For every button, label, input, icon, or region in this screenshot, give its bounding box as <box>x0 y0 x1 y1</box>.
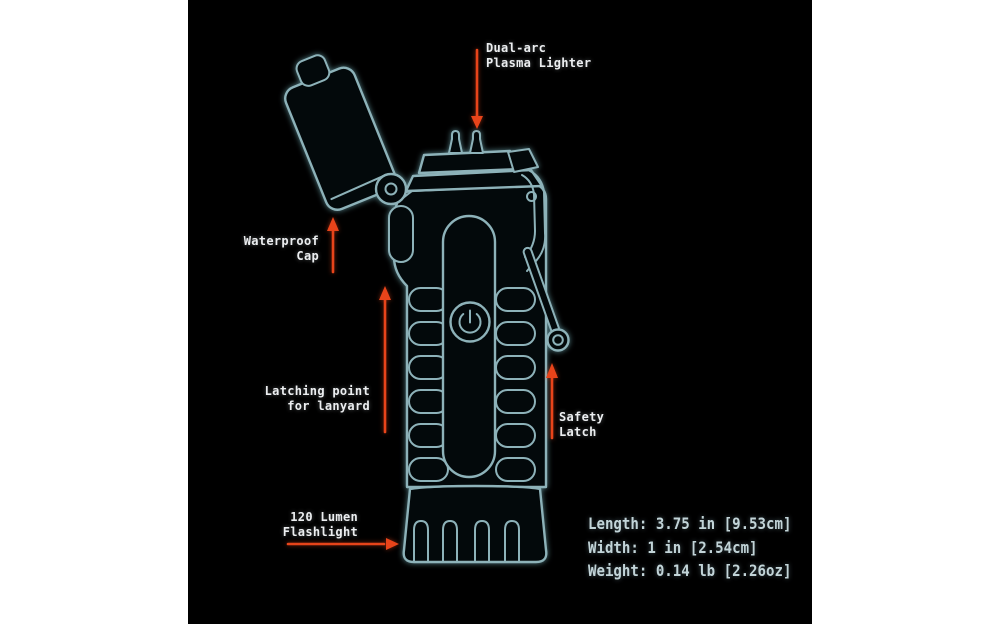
callout-label-line: Cap <box>296 248 319 263</box>
hinge-hub <box>374 172 408 206</box>
power-button <box>449 301 491 343</box>
latch-tab <box>507 148 539 173</box>
arrow-waterproof-cap <box>327 217 339 274</box>
grip-ribs <box>408 287 536 482</box>
bezel-slot <box>442 520 458 562</box>
callout-label-line: Safety <box>559 410 605 424</box>
grip-rib <box>495 321 536 346</box>
grip-rib <box>495 423 536 448</box>
callout-arrows <box>286 48 558 550</box>
power-icon <box>458 313 482 334</box>
dual-arc-electrodes <box>448 130 484 154</box>
bezel-slot <box>474 520 490 562</box>
arrow-flashlight <box>286 538 399 550</box>
callout-label-line: Waterproof <box>243 234 319 248</box>
callout-label-line: Flashlight <box>282 524 358 539</box>
lighter-line-art <box>284 54 570 564</box>
callout-label-line: Latch <box>559 424 597 439</box>
callout-label-line: Latching point <box>264 384 370 398</box>
safety-latch-assembly <box>507 148 570 352</box>
callout-label-line: for lanyard <box>287 398 370 413</box>
grip-rib <box>408 457 449 482</box>
waterproof-cap <box>284 54 397 211</box>
cap-hinge <box>374 172 413 206</box>
cap-nub <box>295 54 331 87</box>
callout-label-line: 120 Lumen <box>290 510 358 524</box>
arrow-plasma-lighter <box>471 48 483 129</box>
callout-label-line: Dual-arc <box>486 41 547 55</box>
center-panel <box>441 214 497 479</box>
lighter-top-plate <box>417 149 523 175</box>
grip-rib <box>495 457 536 482</box>
electrode-left <box>448 130 463 154</box>
callout-flashlight: 120 Lumen Flashlight <box>283 510 358 539</box>
electrode-right <box>469 130 484 154</box>
callout-waterproof-cap: Waterproof Cap <box>244 234 319 263</box>
hinge-pin <box>384 182 398 196</box>
bezel-slot <box>504 520 520 562</box>
arrow-latching-point <box>379 286 391 434</box>
flashlight-bezel <box>402 484 548 564</box>
latch-screw <box>526 191 537 202</box>
bezel-slot <box>413 520 429 562</box>
grip-rib <box>495 287 536 312</box>
hinge-joint-line <box>402 190 413 199</box>
cap-mouth-rim <box>330 173 388 201</box>
callout-plasma-lighter: Dual-arc Plasma Lighter <box>486 41 591 70</box>
callout-label-line: Plasma Lighter <box>486 55 592 70</box>
grip-rib <box>495 355 536 380</box>
spec-length: Length: 3.75 in [9.53cm] <box>588 514 792 533</box>
latch-lever-ring <box>546 328 570 352</box>
spec-width: Width: 1 in [2.54cm] <box>588 537 758 557</box>
grip-rib <box>495 389 536 414</box>
spec-list: Length: 3.75 in [9.53cm] Width: 1 in [2.… <box>588 512 791 583</box>
callout-safety-latch: Safety Latch <box>559 410 604 439</box>
flashlight-head <box>402 484 548 564</box>
spec-weight: Weight: 0.14 lb [2.26oz] <box>588 561 792 580</box>
arrow-safety-latch <box>546 363 558 440</box>
callout-latching-point: Latching point for lanyard <box>265 384 370 413</box>
latch-lever-hole <box>552 334 564 346</box>
lanyard-slot <box>388 205 414 263</box>
latch-bracket-outer <box>526 170 547 272</box>
